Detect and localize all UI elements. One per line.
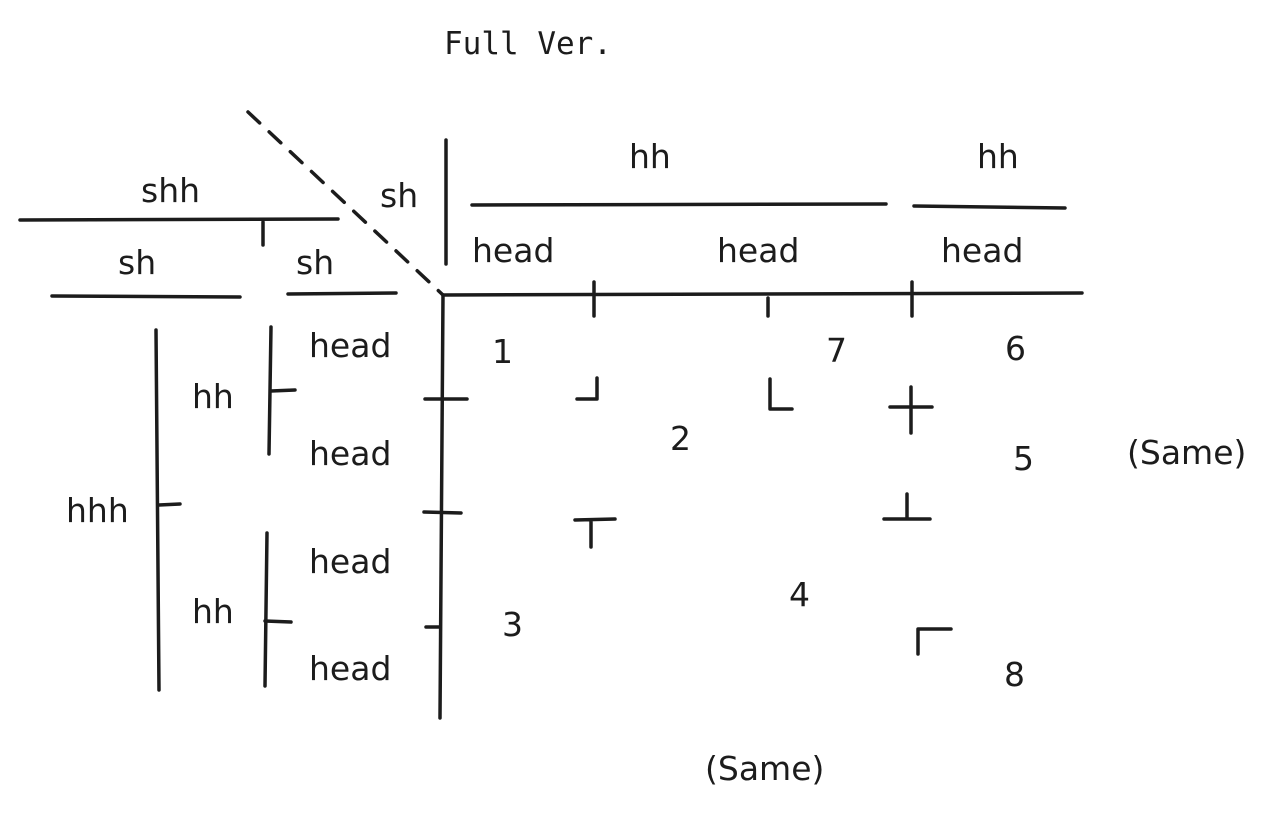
main-vertical-axis xyxy=(438,293,445,720)
corner-sub-line-2 xyxy=(286,291,398,296)
cell-corner-mark-1 xyxy=(575,376,599,401)
bottom-same-note: (Same) xyxy=(705,749,825,788)
column-group-label-2: hh xyxy=(977,137,1019,176)
row-head-label-2: head xyxy=(309,434,392,473)
cell-label-1: 1 xyxy=(492,332,513,371)
row-head-label-4: head xyxy=(309,649,392,688)
column-group-label-1: hh xyxy=(629,137,671,176)
corner-left-sub-label-2: sh xyxy=(296,243,335,282)
cell-cross-mark xyxy=(888,385,934,435)
corner-left-group-label: shh xyxy=(141,171,201,210)
corner-left-sub-label-1: sh xyxy=(118,243,157,282)
row-group-2-bracket xyxy=(263,531,269,688)
row-group-1-tick xyxy=(269,388,297,393)
column-head-label-3: head xyxy=(941,231,1024,270)
cell-corner-mark-3 xyxy=(916,627,953,656)
column-group-2-line xyxy=(912,204,1067,210)
corner-sub-line-1 xyxy=(50,294,242,299)
cell-label-2: 2 xyxy=(670,419,691,458)
row-head-label-1: head xyxy=(309,326,392,365)
row-outer-bracket xyxy=(154,328,161,692)
row-group-2-tick xyxy=(263,619,293,624)
cell-label-3: 3 xyxy=(502,605,523,644)
row-tick-2 xyxy=(422,510,463,515)
main-horizontal-axis xyxy=(441,291,1084,297)
column-head-label-1: head xyxy=(472,231,555,270)
corner-diagonal-line xyxy=(246,110,445,297)
row-head-label-3: head xyxy=(309,542,392,581)
cell-label-4: 4 xyxy=(789,575,810,614)
cell-label-8: 8 xyxy=(1004,655,1025,694)
corner-group-line xyxy=(18,217,340,222)
row-outer-bracket-tick xyxy=(157,502,182,507)
right-same-note: (Same) xyxy=(1127,433,1247,472)
row-group-label-2: hh xyxy=(192,592,234,631)
cell-label-7: 7 xyxy=(826,331,847,370)
row-group-label-1: hh xyxy=(192,377,234,416)
column-head-label-2: head xyxy=(717,231,800,270)
cell-tee-mark-1 xyxy=(573,517,617,549)
cell-label-6: 6 xyxy=(1005,329,1026,368)
cell-corner-mark-2 xyxy=(768,377,794,411)
diagram-title: Full Ver. xyxy=(444,26,612,62)
column-group-1-line xyxy=(470,202,888,207)
cell-label-5: 5 xyxy=(1013,439,1034,478)
row-outer-group-label: hhh xyxy=(66,491,129,530)
corner-top-label: sh xyxy=(380,176,419,215)
cell-tee-mark-2 xyxy=(882,492,932,521)
